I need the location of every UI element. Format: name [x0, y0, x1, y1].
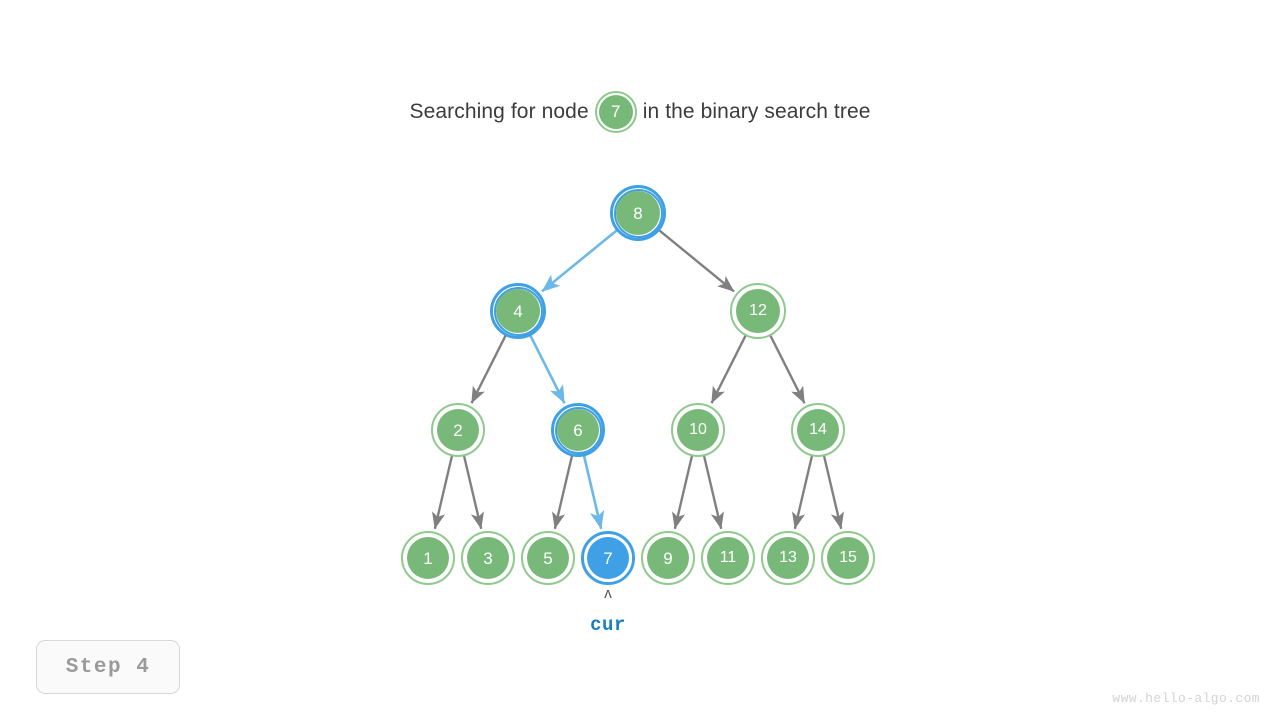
tree-node-value: 2: [453, 420, 463, 440]
tree-node-3[interactable]: 3: [461, 531, 515, 585]
tree-node-ring: [490, 283, 546, 339]
tree-edge: [552, 454, 574, 530]
tree-node-value: 3: [483, 548, 493, 568]
tree-node-10[interactable]: 10: [671, 403, 725, 457]
tree-node-fill: [767, 537, 809, 579]
tree-edge: [582, 454, 605, 530]
tree-edge: [768, 333, 806, 404]
tree-node-value: 11: [719, 549, 737, 566]
tree-node-value: 12: [749, 302, 767, 319]
tree-node-8[interactable]: 8: [610, 185, 666, 241]
tree-node-inner-ring: [493, 286, 543, 336]
tree-node-9[interactable]: 9: [641, 531, 695, 585]
tree-node-fill: [797, 409, 839, 451]
tree-edge: [470, 333, 508, 404]
tree-node-ring: [521, 531, 575, 585]
tree-node-fill: [587, 537, 629, 579]
tree-node-value: 13: [779, 549, 797, 566]
tree-node-value: 8: [633, 203, 643, 223]
tree-edge: [462, 454, 484, 530]
tree-edge: [672, 454, 694, 530]
tree-node-ring: [671, 403, 725, 457]
tree-node-ring: [641, 531, 695, 585]
title-target-node-value: 7: [611, 102, 621, 121]
tree-node-ring: [431, 403, 485, 457]
tree-node-value: 6: [573, 420, 583, 440]
tree-node-fill: [677, 409, 719, 451]
pointer-caret-icon: ʌ: [604, 585, 612, 602]
title-suffix-text: in the binary search tree: [642, 100, 871, 123]
tree-node-fill: [827, 537, 869, 579]
tree-node-fill: [467, 537, 509, 579]
tree-node-13[interactable]: 13: [761, 531, 815, 585]
cur-pointer: ʌ cur: [558, 585, 658, 636]
tree-node-ring: [791, 403, 845, 457]
tree-node-fill: [496, 289, 540, 333]
tree-node-12[interactable]: 12: [730, 283, 786, 339]
tree-node-6[interactable]: 6: [551, 403, 605, 457]
tree-node-value: 14: [809, 421, 827, 438]
tree-node-15[interactable]: 15: [821, 531, 875, 585]
tree-node-ring: [701, 531, 755, 585]
tree-edge: [657, 228, 735, 293]
tree-edge: [792, 454, 814, 530]
tree-node-7[interactable]: 7: [581, 531, 635, 585]
tree-node-fill: [437, 409, 479, 451]
tree-node-value: 10: [689, 421, 707, 438]
tree-node-fill: [707, 537, 749, 579]
tree-node-5[interactable]: 5: [521, 531, 575, 585]
tree-edge: [541, 228, 619, 293]
title-target-node-fill: [598, 95, 633, 129]
title-prefix-text: Searching for node: [409, 100, 589, 123]
tree-node-ring: [821, 531, 875, 585]
tree-edge: [822, 454, 844, 530]
tree-node-4[interactable]: 4: [490, 283, 546, 339]
tree-node-fill: [407, 537, 449, 579]
watermark: www.hello-algo.com: [1112, 691, 1260, 706]
tree-node-ring: [551, 403, 605, 457]
step-badge[interactable]: Step 4: [36, 640, 180, 694]
tree-node-1[interactable]: 1: [401, 531, 455, 585]
tree-edge: [528, 333, 566, 404]
tree-node-fill: [616, 191, 660, 235]
tree-node-value: 5: [543, 548, 553, 568]
tree-node-ring: [461, 531, 515, 585]
tree-node-2[interactable]: 2: [431, 403, 485, 457]
tree-node-ring: [730, 283, 786, 339]
tree-node-value: 1: [423, 548, 433, 568]
step-badge-label: Step 4: [65, 655, 151, 679]
tree-node-ring: [761, 531, 815, 585]
tree-node-value: 9: [663, 548, 673, 568]
page-title: Searching for node 7 in the binary searc…: [0, 90, 1280, 134]
tree-node-inner-ring: [584, 534, 632, 582]
tree-node-11[interactable]: 11: [701, 531, 755, 585]
tree-node-ring: [581, 531, 635, 585]
tree-node-inner-ring: [613, 188, 663, 238]
title-target-node: 7: [594, 91, 637, 133]
tree-node-ring: [610, 185, 666, 241]
title-target-node-ring: [594, 91, 637, 133]
tree-node-value: 7: [603, 548, 613, 568]
tree-node-value: 4: [513, 301, 523, 321]
tree-node-fill: [736, 289, 780, 333]
tree-edge: [432, 454, 454, 530]
tree-node-fill: [527, 537, 569, 579]
tree-node-inner-ring: [554, 406, 602, 454]
tree-node-fill: [647, 537, 689, 579]
tree-edge: [702, 454, 724, 530]
tree-node-14[interactable]: 14: [791, 403, 845, 457]
tree-node-ring: [401, 531, 455, 585]
tree-edge: [710, 333, 748, 404]
tree-node-fill: [557, 409, 599, 451]
tree-node-value: 15: [839, 549, 857, 566]
pointer-label: cur: [590, 614, 626, 636]
